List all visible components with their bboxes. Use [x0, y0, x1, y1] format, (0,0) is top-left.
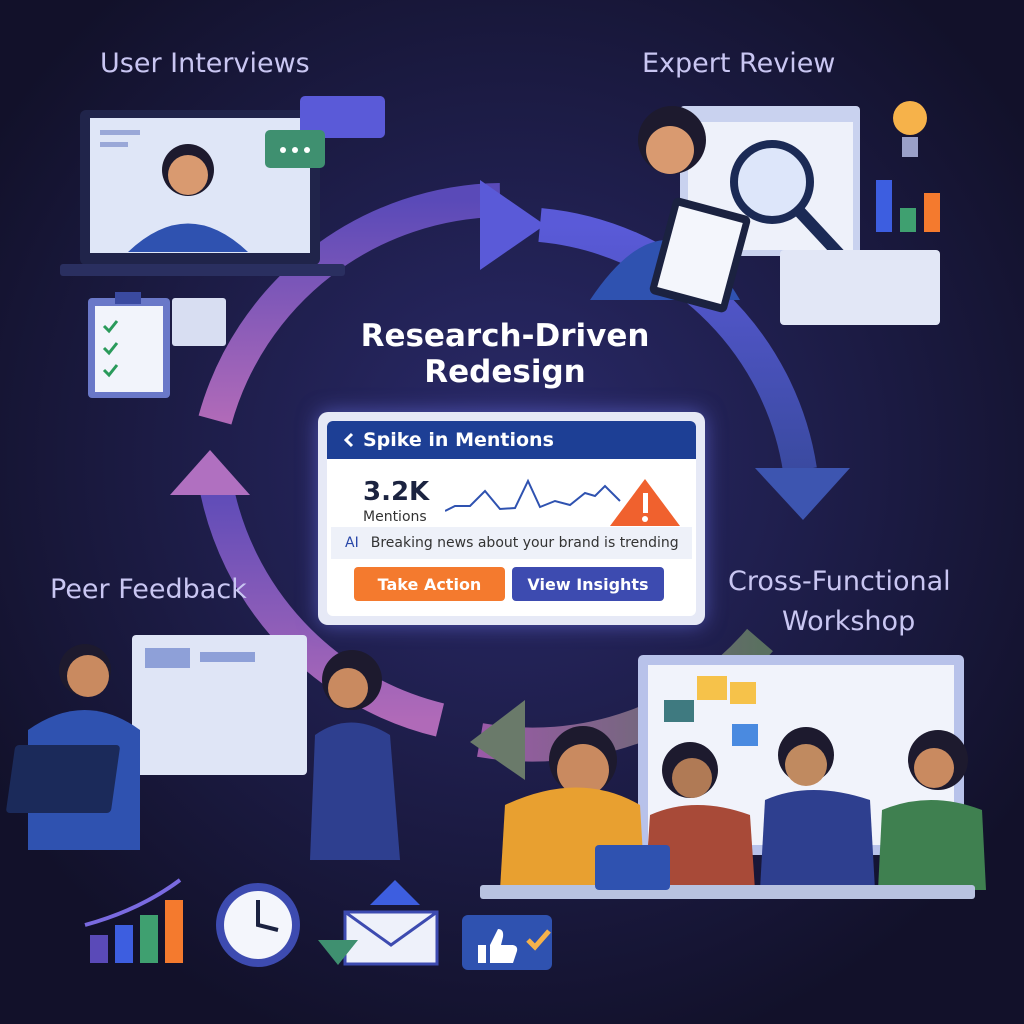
- arrowhead-bottom: [470, 700, 525, 780]
- workshop-scene: [480, 655, 986, 899]
- center-title-line1: Research-Driven: [360, 318, 650, 354]
- ai-tag: AI: [345, 535, 359, 551]
- label-cross-functional: Cross-Functional: [728, 566, 951, 597]
- envelope-icon: [318, 880, 439, 966]
- sparkline-path: [445, 478, 621, 512]
- peer-feedback-scene: [6, 635, 400, 860]
- bar-chart-icon: [84, 878, 183, 963]
- alert-card: Spike in Mentions 3.2K Mentions AI Break…: [318, 412, 705, 625]
- card-title: Spike in Mentions: [363, 429, 554, 451]
- arrowhead-right: [755, 468, 850, 520]
- mini-bar-chart-icon: [876, 180, 940, 232]
- arrowhead-top: [480, 180, 545, 270]
- ai-message: Breaking news about your brand is trendi…: [370, 535, 679, 551]
- arrowhead-left: [170, 450, 250, 495]
- expert-review-scene: [590, 101, 940, 325]
- take-action-button[interactable]: Take Action: [354, 567, 505, 601]
- label-workshop: Workshop: [782, 606, 916, 637]
- label-peer-feedback: Peer Feedback: [50, 574, 247, 605]
- lightbulb-icon: [893, 101, 927, 157]
- clock-icon: [216, 883, 300, 967]
- back-chevron-icon[interactable]: [343, 432, 355, 448]
- thumbs-up-icon: [462, 915, 552, 970]
- label-user-interviews: User Interviews: [100, 48, 310, 79]
- mentions-sparkline: [445, 478, 680, 526]
- ai-message-bar: AI Breaking news about your brand is tre…: [331, 527, 692, 559]
- view-insights-button[interactable]: View Insights: [512, 567, 664, 601]
- center-title-line2: Redesign: [424, 354, 586, 390]
- chat-dots-icon: [280, 147, 310, 153]
- label-expert-review: Expert Review: [642, 48, 836, 79]
- user-interviews-laptop: [60, 96, 385, 276]
- center-title: Research-Driven Redesign: [305, 318, 705, 390]
- clipboard-checklist: [88, 292, 226, 398]
- metric-label: Mentions: [363, 509, 427, 525]
- metric-value: 3.2K: [363, 477, 430, 507]
- card-header: Spike in Mentions: [327, 421, 696, 459]
- checkmark-icons: [102, 320, 119, 378]
- warning-icon: [610, 479, 680, 526]
